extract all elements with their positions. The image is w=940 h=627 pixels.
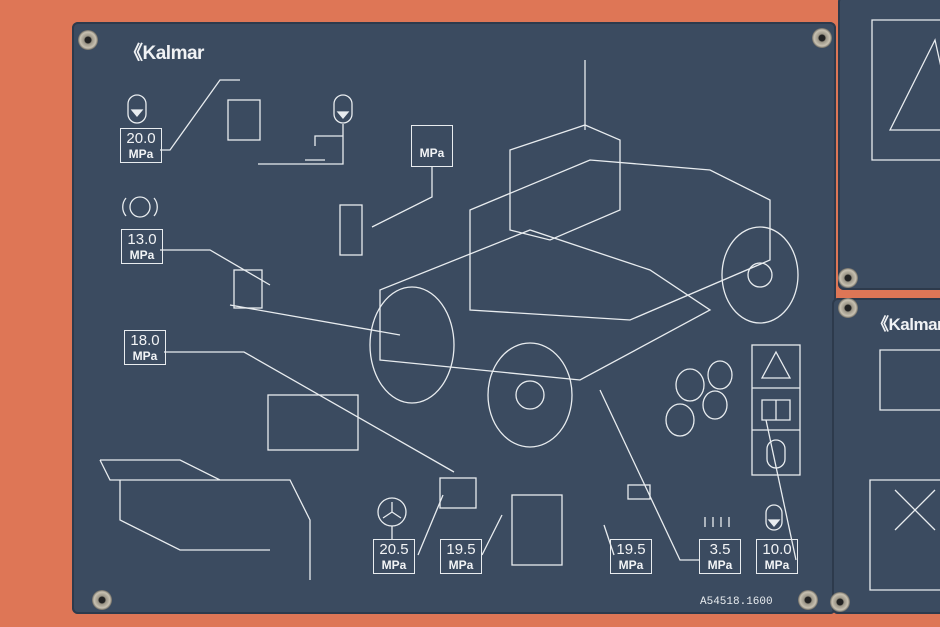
side-instruction-plate (832, 298, 940, 614)
accumulator-icon (765, 504, 783, 531)
frame-sketch (99, 459, 311, 580)
warning-plate (838, 0, 940, 290)
kalmar-logo-side: 《Kalmar (872, 315, 940, 334)
brake-icon (122, 196, 158, 218)
rivet (798, 590, 818, 610)
rivet (838, 268, 858, 288)
part-number: A54518.1600 (700, 596, 773, 608)
servo-icon (704, 517, 730, 527)
rivet (838, 298, 858, 318)
hydraulic-pressure-plate (72, 22, 836, 614)
rivet (830, 592, 850, 612)
accumulator-icon (127, 94, 147, 124)
steering-wheel-icon (377, 497, 407, 540)
vehicle-sketch (369, 60, 799, 448)
rivet (812, 28, 832, 48)
rivet (92, 590, 112, 610)
kalmar-logo: 《Kalmar (124, 43, 204, 64)
rivet (78, 30, 98, 50)
pressure-label-blank: MPa (411, 125, 453, 167)
accumulator-icon (258, 94, 353, 165)
warning-icon-stack (751, 344, 801, 476)
